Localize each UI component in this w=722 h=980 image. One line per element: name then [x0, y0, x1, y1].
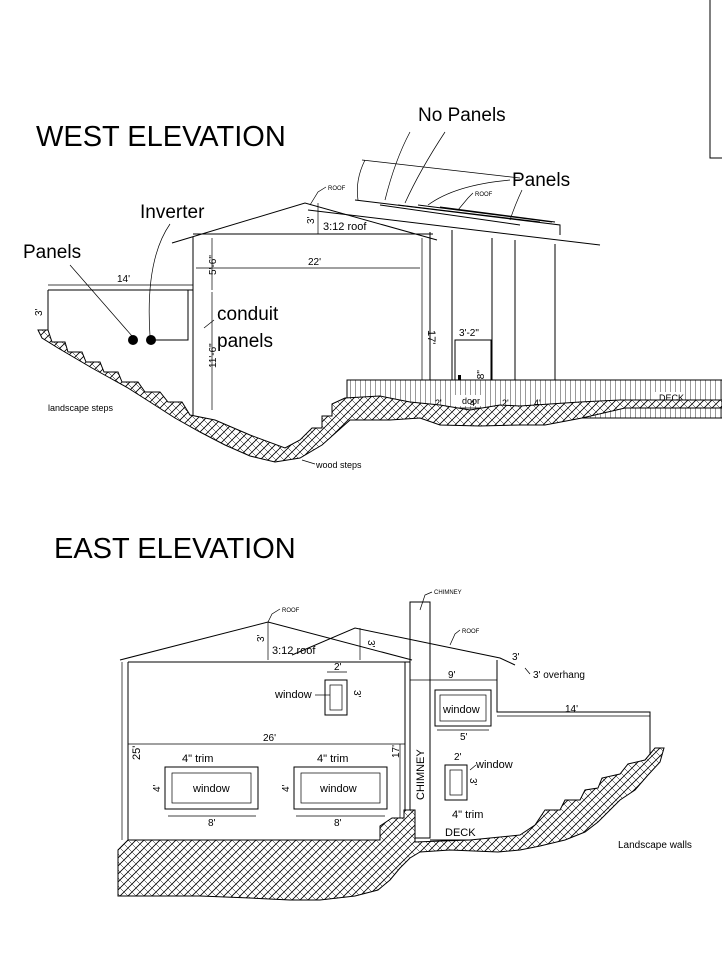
east-chimney-label: CHIMNEY	[415, 749, 427, 800]
east-window-left	[164, 766, 259, 810]
east-window-right-label: window	[442, 704, 480, 716]
west-roof-tag-2: ROOF	[475, 192, 493, 198]
inverter-dot-2	[146, 335, 156, 345]
east-trim-mid: 4" trim	[317, 753, 348, 765]
inverter-leader	[148, 223, 171, 337]
no-panels-leader-1	[384, 131, 411, 201]
east-window-small	[444, 764, 468, 801]
east-overhang-label: 3' overhang	[533, 670, 585, 681]
east-dim-26: 26'	[263, 733, 276, 744]
west-dim-5-6: 5'-6"	[208, 255, 219, 275]
panels-leader-1	[427, 179, 511, 206]
inverter-dot-1	[128, 335, 138, 345]
east-addition-wall	[496, 660, 651, 760]
west-panels-top-label: Panels	[512, 170, 570, 191]
chimney	[409, 601, 431, 839]
east-dim-9: 9'	[448, 670, 456, 681]
east-window-top	[324, 679, 348, 716]
west-conduit-label-2: panels	[217, 331, 273, 352]
east-dim-4-mid: 4'	[281, 784, 292, 792]
door-handle	[458, 375, 461, 381]
east-dim-4-left: 4'	[152, 784, 163, 792]
east-chimney-tag: CHIMNEY	[434, 590, 462, 596]
east-roof-pitch: 3:12 roof	[272, 645, 316, 657]
east-trim-small: 4" trim	[452, 809, 483, 821]
east-dim-3-overhang: 3'	[512, 652, 520, 663]
west-inverter-label: Inverter	[140, 202, 205, 223]
west-landscape-steps: landscape steps	[48, 403, 114, 413]
west-house-outline	[171, 202, 601, 420]
west-dim-22: 22'	[308, 257, 321, 268]
east-window-mid	[293, 766, 388, 810]
west-dim-3-2: 3'-2"	[459, 328, 479, 339]
panels-left-leader	[69, 264, 133, 337]
east-window-mid-label: window	[319, 783, 357, 795]
east-title: EAST ELEVATION	[54, 533, 296, 565]
west-conduit-label: conduit	[217, 304, 279, 325]
east-dim-3-window: 3'	[351, 690, 362, 698]
east-dim-8-mid: 8'	[334, 818, 342, 829]
west-dim-14: 14'	[117, 274, 130, 285]
east-ground	[117, 747, 665, 901]
west-dim-17: 17'	[425, 330, 437, 344]
west-deck-label: DECK	[659, 393, 684, 403]
west-dim-4b: 4'	[534, 398, 541, 408]
east-trim-left: 4" trim	[182, 753, 213, 765]
west-no-panels-label: No Panels	[418, 105, 506, 126]
east-roof-tag-2: ROOF	[462, 629, 480, 635]
east-window-left-label: window	[192, 783, 230, 795]
east-dim-3b: 3'	[365, 640, 376, 648]
east-dim-3a: 3'	[256, 634, 267, 642]
west-panel-rails	[354, 199, 561, 408]
west-elevation: WEST ELEVATION No Panels Panels	[23, 105, 722, 470]
east-roof-right	[291, 627, 516, 666]
east-dim-5: 5'	[460, 732, 468, 743]
east-window-top-label: window	[274, 689, 312, 701]
west-roof-tag-1: ROOF	[328, 186, 346, 192]
west-dim-4a: 4'	[470, 398, 477, 408]
east-dim-25: 25'	[131, 746, 143, 760]
east-dim-2-top: 2'	[334, 662, 342, 673]
east-dim-17: 17'	[391, 745, 402, 758]
no-panels-bar	[361, 159, 521, 179]
east-roof-tag-1: ROOF	[282, 608, 300, 614]
panels-leader-2	[509, 189, 523, 221]
west-dim-2a: 2'	[435, 398, 442, 408]
east-landscape-walls: Landscape walls	[618, 840, 692, 851]
west-dim-3-roof: 3'	[306, 216, 317, 224]
title-block-frame	[709, 0, 722, 159]
west-dim-3-left: 3'	[34, 308, 45, 316]
west-title: WEST ELEVATION	[36, 121, 286, 153]
west-dim-11-6: 11'-6"	[208, 343, 219, 368]
east-deck-label: DECK	[445, 827, 476, 839]
west-door-label: door	[462, 396, 480, 406]
east-window-right	[434, 689, 492, 727]
west-roof-pitch: 3:12 roof	[323, 221, 367, 233]
west-ground	[37, 329, 722, 463]
west-dim-2b: 2'	[502, 398, 509, 408]
west-panels-left-label: Panels	[23, 242, 81, 263]
east-elevation: EAST ELEVATION CHIMNEY CHIMNEY ROOF ROOF…	[54, 533, 692, 901]
east-dim-14: 14'	[565, 704, 578, 715]
east-window-small-label: window	[475, 759, 513, 771]
east-dim-3-small: 3'	[467, 778, 478, 786]
east-dim-2-small: 2'	[454, 752, 462, 763]
east-dim-8-left: 8'	[208, 818, 216, 829]
west-wood-steps: wood steps	[315, 460, 362, 470]
no-panels-leader-2	[404, 131, 446, 204]
